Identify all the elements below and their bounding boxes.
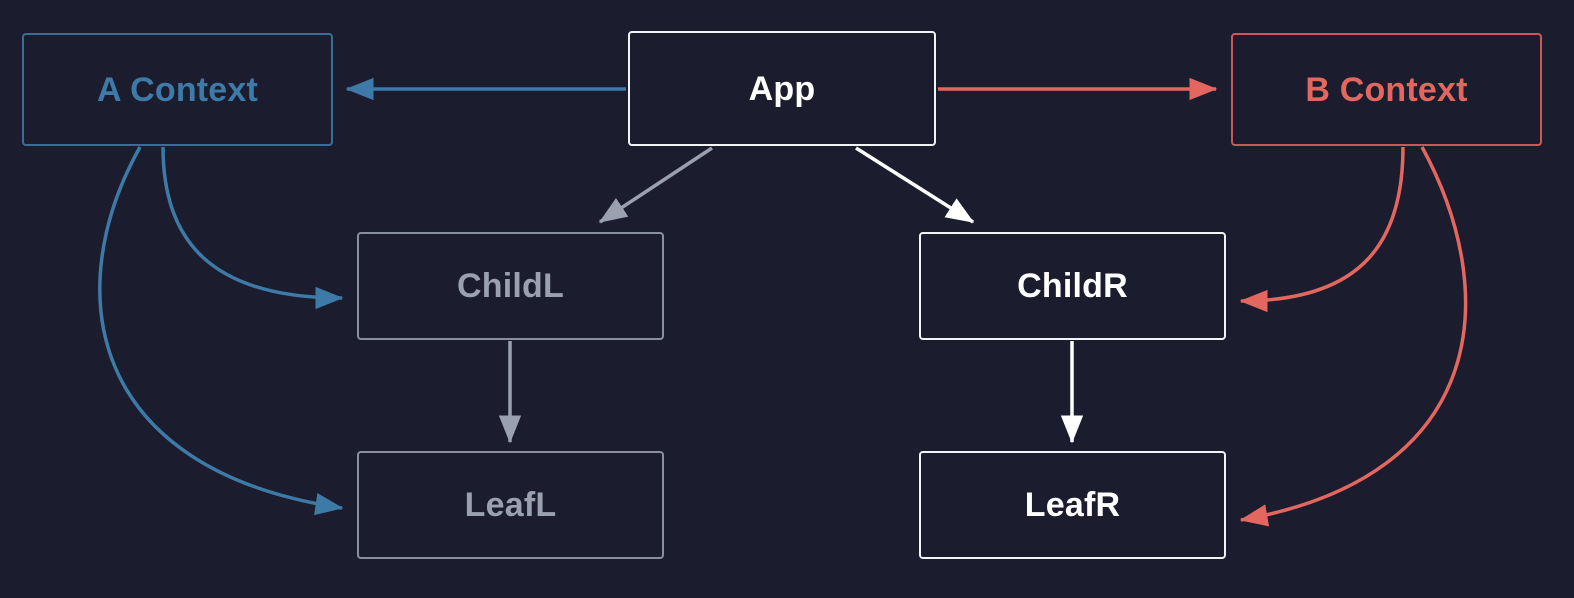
node-childl-label: ChildL [457,267,564,305]
node-childl[interactable]: ChildL [357,232,664,340]
node-childr[interactable]: ChildR [919,232,1226,340]
edge-a-context-to-childl [161,146,344,310]
node-app-label: App [748,69,816,108]
node-leafl[interactable]: LeafL [357,451,664,559]
node-b-context[interactable]: B Context [1231,33,1542,146]
node-leafl-label: LeafL [464,486,557,524]
node-a-context-label: A Context [96,70,259,109]
edge-a-context-to-leafl [98,146,344,516]
edge-app-to-childl [598,146,713,224]
node-childr-label: ChildR [1017,267,1128,305]
edge-b-context-to-childr [1239,146,1405,313]
node-b-context-label: B Context [1305,70,1468,109]
edge-app-to-childr [855,146,975,224]
edge-b-context-to-leafr [1239,146,1468,527]
node-leafr-label: LeafR [1024,486,1121,524]
node-a-context[interactable]: A Context [22,33,333,146]
node-app[interactable]: App [628,31,936,146]
node-leafr[interactable]: LeafR [919,451,1226,559]
